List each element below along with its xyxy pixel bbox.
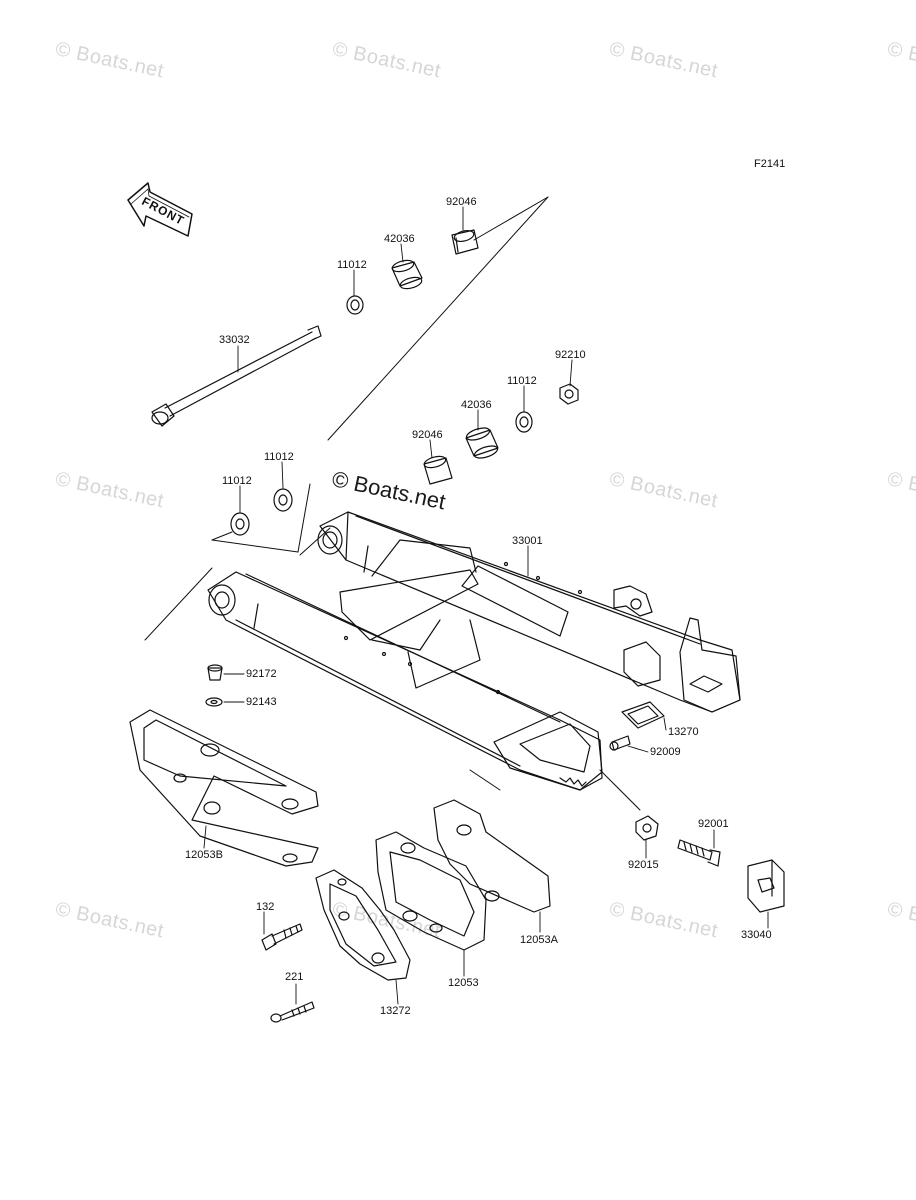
part-label-33001: 33001 [512,535,543,547]
part-label-33032: 33032 [219,334,250,346]
part-label-92001: 92001 [698,818,729,830]
part-92046-bushing-upper [451,229,479,255]
part-11012-seal-upper [346,295,364,315]
leader-lines [203,206,769,1005]
part-label-221: 221 [285,971,304,983]
part-label-92046-upper: 92046 [446,196,477,208]
part-label-11012-upper: 11012 [337,259,367,271]
part-13270-plate [621,701,665,729]
part-11012-seal-left-a [273,488,293,512]
part-33032-pivot-shaft [151,325,322,427]
part-label-33040: 33040 [741,929,772,941]
part-11012-seal-left-b [230,512,250,536]
part-label-11012-right: 11012 [507,375,537,387]
part-label-92009: 92009 [650,746,681,758]
part-12053B-guide [129,709,319,867]
part-92015-nut [635,815,659,841]
part-92172-bolt [207,664,223,681]
part-92210-nut [559,383,579,405]
part-label-13272: 13272 [380,1005,411,1017]
part-label-92143: 92143 [246,696,277,708]
part-132-bolt [261,923,303,951]
part-92001-bolt [677,839,721,867]
part-42036-collar-right [465,427,499,459]
part-label-11012-left-a: 11012 [264,451,294,463]
part-label-92046-right: 92046 [412,429,443,441]
part-12053-guide [375,831,487,951]
part-13272-plate [315,869,411,981]
part-33040-block [747,859,785,913]
part-label-92172: 92172 [246,668,277,680]
part-92009-screw [609,735,631,751]
part-label-12053: 12053 [448,977,479,989]
part-label-12053B: 12053B [185,849,223,861]
part-label-11012-left-b: 11012 [222,475,252,487]
part-label-42036-right: 42036 [461,399,492,411]
part-label-42036-upper: 42036 [384,233,415,245]
part-label-13270: 13270 [668,726,699,738]
part-92143-washer [205,697,223,707]
part-label-12053A: 12053A [520,934,558,946]
part-33001-swingarm [207,511,741,791]
part-92046-bushing-right [423,455,453,485]
part-label-92015: 92015 [628,859,659,871]
part-12053A-guide-plate [433,799,551,913]
part-221-screw [270,1001,315,1023]
front-arrow-icon [127,182,193,237]
diagram-code: F2141 [754,158,786,170]
part-11012-seal-right [515,411,533,433]
explosion-lines [144,196,641,811]
part-label-92210: 92210 [555,349,586,361]
part-42036-collar-upper [391,259,423,290]
part-label-132: 132 [256,901,275,913]
